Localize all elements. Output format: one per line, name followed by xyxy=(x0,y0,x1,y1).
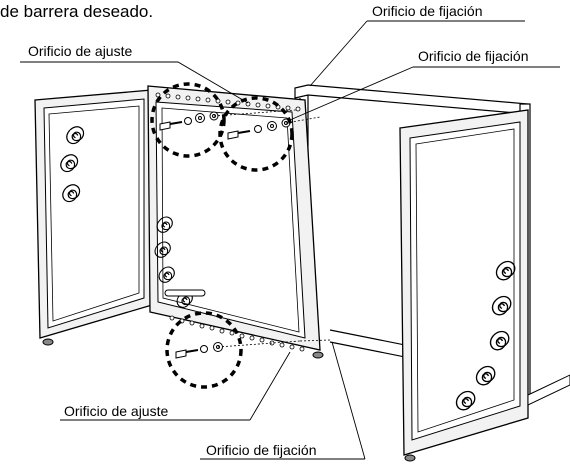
middle-panel xyxy=(147,85,324,359)
label-bottom-fixing-hole: Orificio de fijación xyxy=(206,442,317,458)
right-panel xyxy=(399,109,570,462)
label-top-fixing-hole-2: Orificio de fijación xyxy=(418,48,529,64)
label-top-fixing-hole-1: Orificio de fijación xyxy=(372,3,483,19)
label-top-adjust-hole: Orificio de ajuste xyxy=(28,43,132,59)
bottom-bolt-set xyxy=(175,342,223,359)
hinge-pin xyxy=(164,289,206,297)
label-bottom-adjust-hole: Orificio de ajuste xyxy=(64,403,168,419)
top-bolt-set-1 xyxy=(159,111,219,131)
leader-lines xyxy=(20,20,560,460)
highlight-circles xyxy=(150,82,294,389)
instruction-text-fragment: de barrera deseado. xyxy=(0,2,154,21)
left-panel xyxy=(34,89,153,346)
